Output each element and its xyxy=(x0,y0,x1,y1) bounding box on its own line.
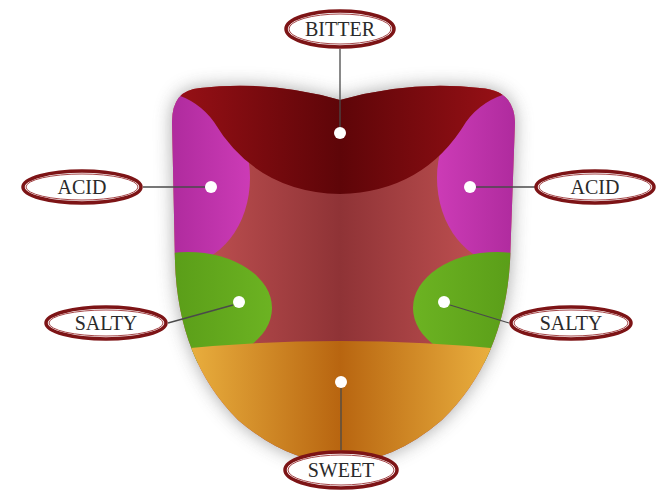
oval-ring xyxy=(23,171,141,203)
leader-line xyxy=(476,186,535,187)
region-dot xyxy=(205,181,217,193)
oval-inner-ring xyxy=(288,455,394,485)
oval-ring xyxy=(286,11,394,47)
taste-label: SALTY xyxy=(540,313,603,333)
taste-label-oval: SWEET xyxy=(283,450,399,490)
taste-label-oval: ACID xyxy=(534,169,656,205)
sweet-region xyxy=(150,341,530,480)
region-dot xyxy=(335,376,347,388)
leader-line xyxy=(450,305,509,323)
region-dot xyxy=(464,181,476,193)
taste-label-oval: BITTER xyxy=(284,9,396,49)
region-dot xyxy=(233,296,245,308)
oval-ring xyxy=(536,171,654,203)
oval-inner-ring xyxy=(539,174,651,200)
oval-inner-ring xyxy=(49,310,163,336)
taste-label-oval: SALTY xyxy=(44,305,168,341)
taste-label: ACID xyxy=(571,177,620,197)
leader-line xyxy=(339,49,340,127)
taste-label-oval: ACID xyxy=(21,169,143,205)
oval-inner-ring xyxy=(514,310,628,336)
leader-lines xyxy=(143,49,535,450)
region-dots xyxy=(205,127,476,388)
oval-inner-ring xyxy=(26,174,138,200)
oval-ring xyxy=(511,307,631,339)
region-dot xyxy=(438,296,450,308)
oval-ring xyxy=(285,452,397,488)
leader-line xyxy=(143,186,205,187)
leader-line xyxy=(340,388,341,450)
taste-label: SALTY xyxy=(75,313,138,333)
taste-label: BITTER xyxy=(305,19,375,39)
taste-label: SWEET xyxy=(308,460,375,480)
oval-inner-ring xyxy=(289,14,391,44)
tongue-regions xyxy=(104,60,581,480)
taste-label-oval: SALTY xyxy=(509,305,633,341)
region-dot xyxy=(334,127,346,139)
taste-label: ACID xyxy=(58,177,107,197)
oval-ring xyxy=(46,307,166,339)
leader-line xyxy=(168,305,233,323)
